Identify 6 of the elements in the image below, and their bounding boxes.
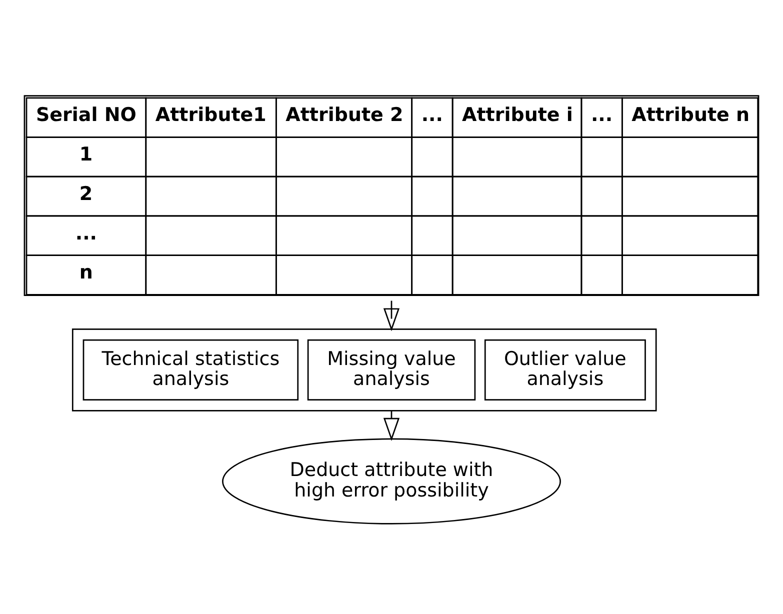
arrow [383,300,400,332]
node-box: Outlier value analysis [484,339,646,400]
node-box: Technical statistics analysis [82,339,299,400]
node-box: Missing value analysis [307,339,476,400]
node-ellipse: Deduct attribute with high error possibility [222,438,561,524]
cluster [72,328,657,412]
